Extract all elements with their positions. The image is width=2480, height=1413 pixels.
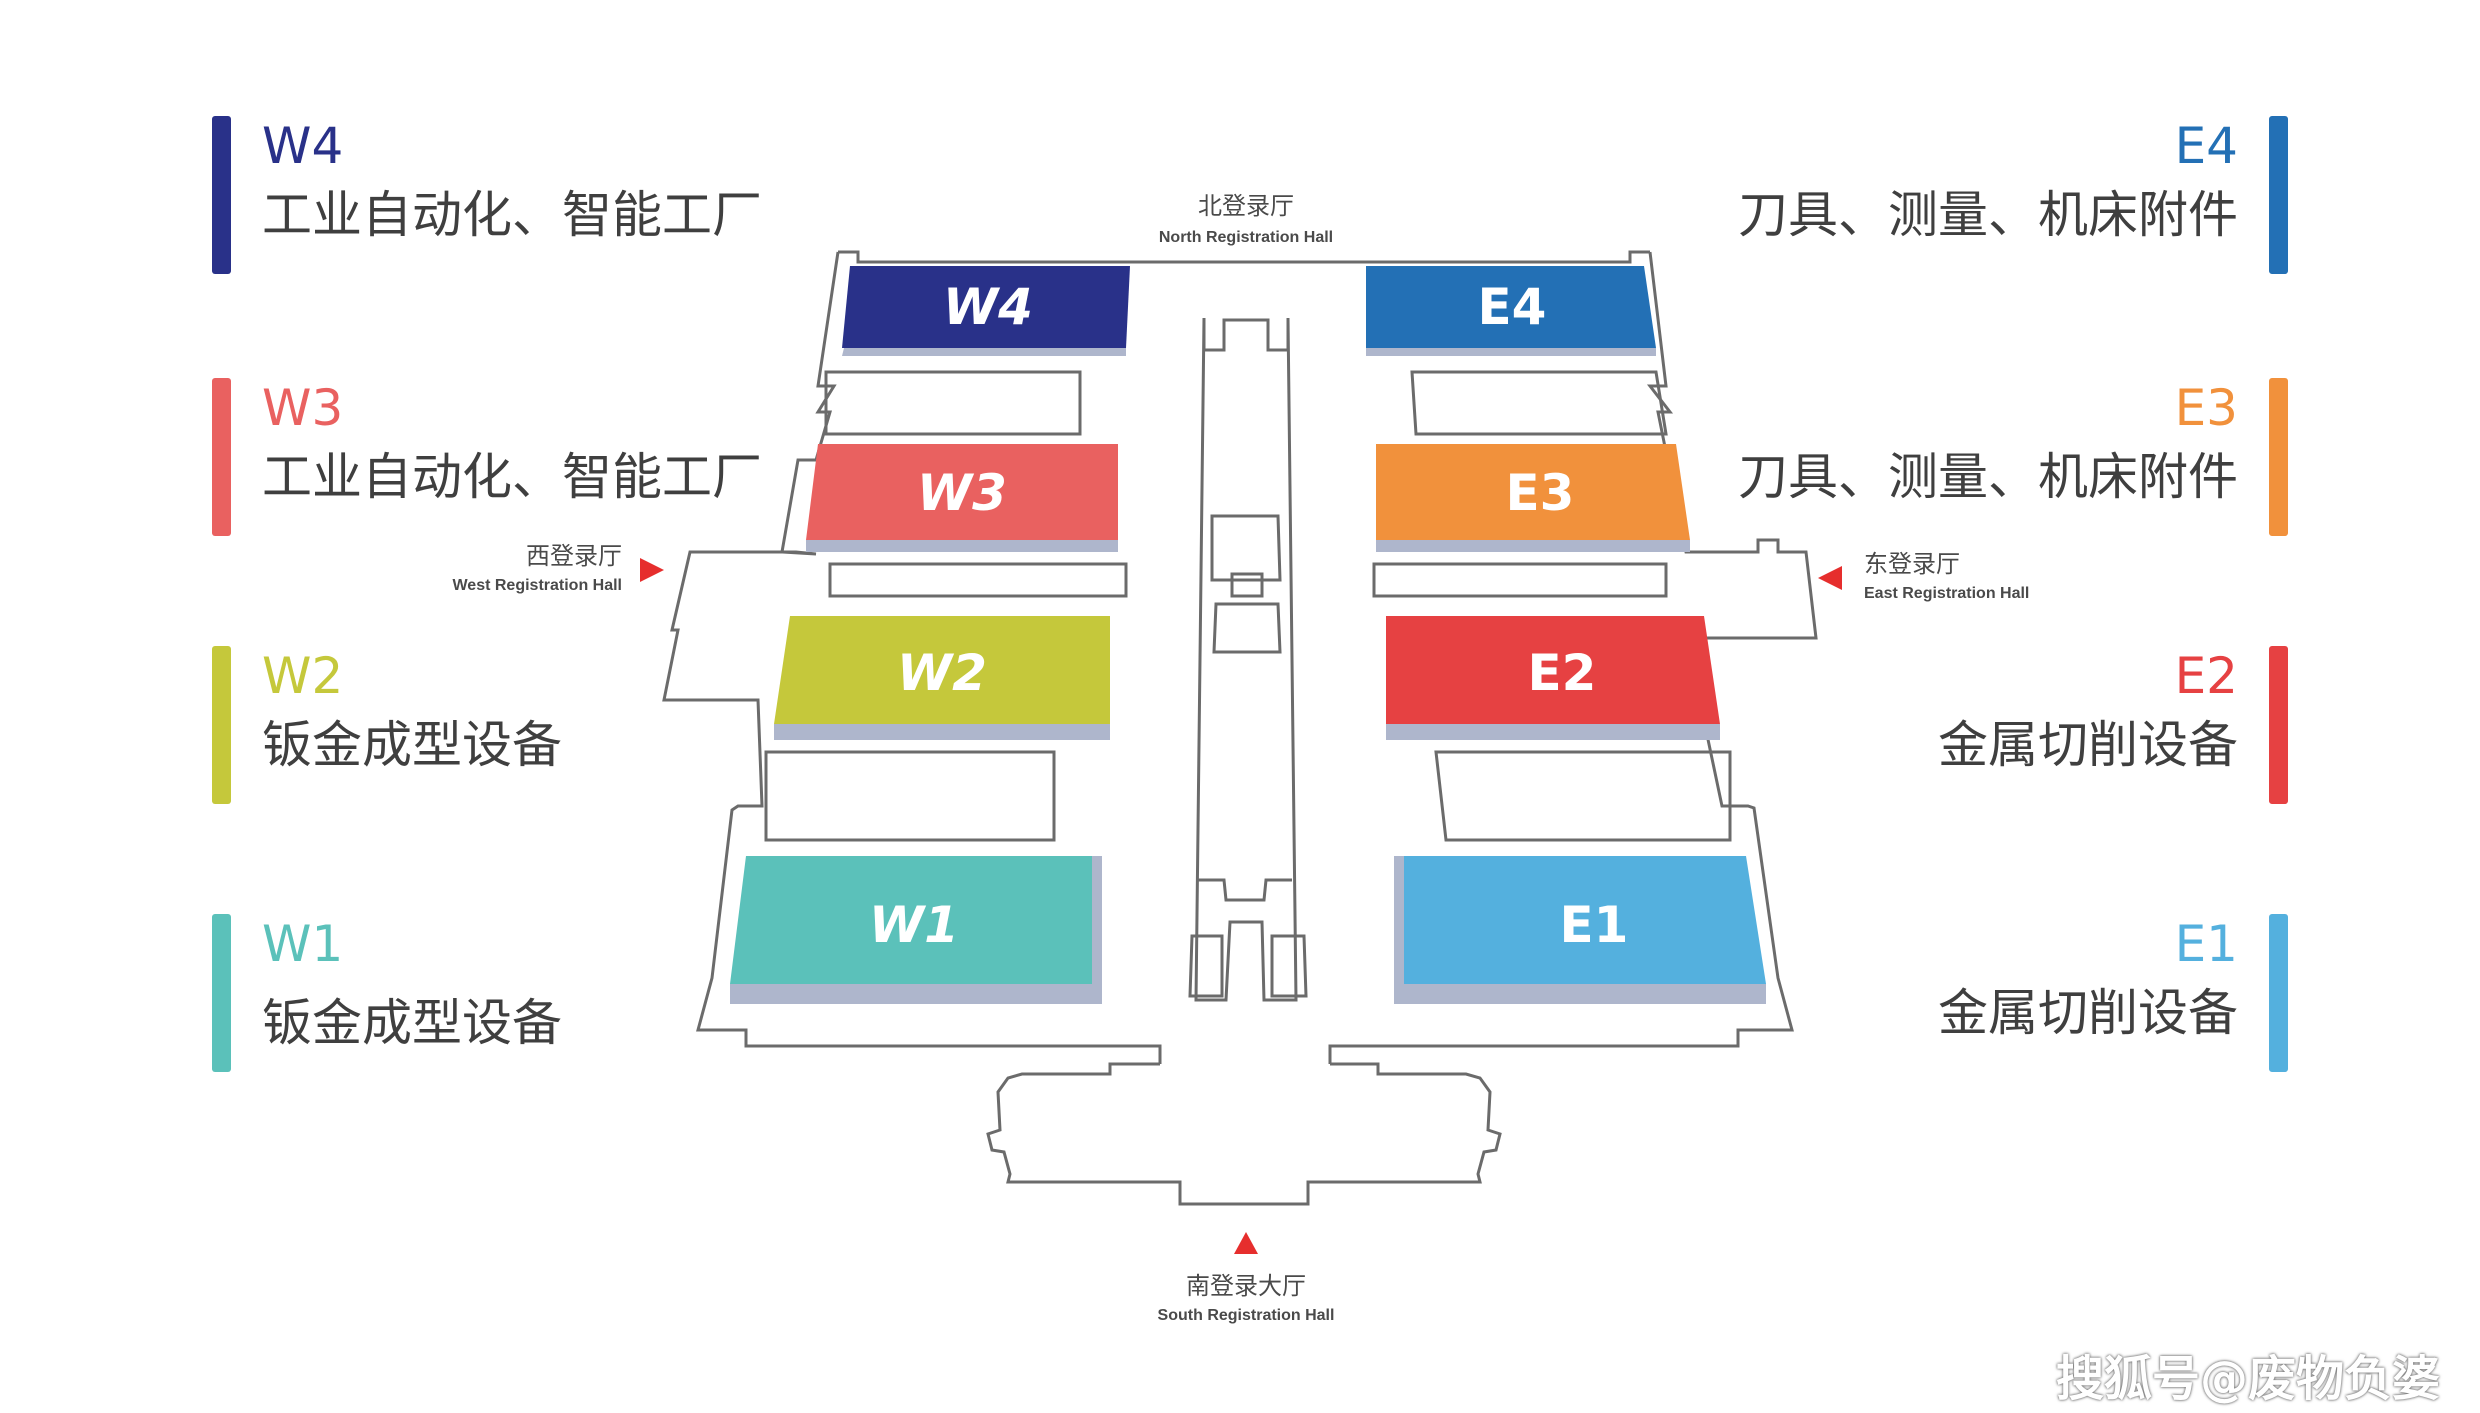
legend-w2-bar (212, 646, 231, 804)
legend-w4-bar (212, 116, 231, 274)
hall-w1-side (1092, 856, 1102, 1004)
hall-w4-edge (842, 348, 1126, 356)
hall-e1[interactable]: E1 (1394, 856, 1766, 1004)
hall-w1[interactable]: W1 (730, 856, 1102, 1004)
hall-e1-block (1404, 856, 1766, 984)
south-entrance-arrow-icon (1234, 1232, 1258, 1254)
hall-w3-label: W3 (917, 464, 1007, 522)
legend-e3-desc: 刀具、测量、机床附件 (1738, 448, 2238, 506)
legend-e4-bar (2269, 116, 2288, 274)
legend-w3-desc: 工业自动化、智能工厂 (262, 448, 762, 506)
west-registration-label: 西登录厅 West Registration Hall (452, 542, 664, 594)
legend-w4-code: W4 (262, 117, 344, 175)
hall-w3-edge (806, 540, 1118, 552)
east-entrance-arrow-icon (1818, 566, 1842, 590)
legend-e1-code: E1 (2174, 915, 2238, 973)
watermark-text: 搜狐号@废物负婆 (2055, 1351, 2440, 1407)
hall-w4-block (842, 266, 1130, 348)
hall-w3[interactable]: W3 (806, 444, 1118, 552)
legend-w1: W1 钣金成型设备 (212, 914, 772, 1074)
west-registration-cn: 西登录厅 (526, 542, 622, 570)
south-registration-en: South Registration Hall (1158, 1307, 1335, 1324)
hall-e2-label: E2 (1528, 644, 1597, 702)
legend-w2: W2 钣金成型设备 (212, 646, 772, 806)
south-registration-cn: 南登录大厅 (1186, 1272, 1306, 1300)
hall-e4-edge (1366, 348, 1656, 356)
legend-w3: W3 工业自动化、智能工厂 (212, 378, 772, 538)
hall-e4[interactable]: E4 (1366, 266, 1656, 356)
legend-w4: W4 工业自动化、智能工厂 (212, 116, 772, 276)
hall-w2-edge (774, 724, 1110, 740)
legend-w2-desc: 钣金成型设备 (262, 716, 562, 774)
hall-w4-label: W4 (943, 278, 1033, 336)
hall-e3-block (1376, 444, 1690, 540)
hall-w2[interactable]: W2 (774, 616, 1110, 740)
west-registration-en: West Registration Hall (452, 577, 622, 594)
legend-e1-bar (2269, 914, 2288, 1072)
hall-w3-block (806, 444, 1118, 540)
hall-e1-side (1394, 856, 1404, 1004)
east-registration-cn: 东登录厅 (1864, 550, 1960, 578)
hall-e2-block (1386, 616, 1720, 724)
east-registration-label: 东登录厅 East Registration Hall (1818, 550, 2029, 602)
legend-e1-desc: 金属切削设备 (1938, 984, 2238, 1042)
legend-e2-code: E2 (2174, 647, 2238, 705)
hall-e1-label: E1 (1560, 896, 1629, 954)
legend-e2-desc: 金属切削设备 (1938, 716, 2238, 774)
hall-e4-block (1366, 266, 1656, 348)
legend-e3-bar (2269, 378, 2288, 536)
building-outline (662, 250, 1818, 1206)
north-registration-label: 北登录厅 North Registration Hall (1159, 192, 1333, 246)
west-entrance-arrow-icon (640, 558, 664, 582)
hall-e4-label: E4 (1478, 278, 1547, 336)
hall-e1-edge (1394, 984, 1766, 1004)
legend-w3-code: W3 (262, 379, 344, 437)
legend-w1-bar (212, 914, 231, 1072)
hall-w1-label: W1 (869, 896, 959, 954)
legend-e4-desc: 刀具、测量、机床附件 (1738, 186, 2238, 244)
legend-w2-code: W2 (262, 647, 344, 705)
legend-e2: E2 金属切削设备 (1728, 646, 2288, 806)
legend-w1-desc: 钣金成型设备 (262, 994, 562, 1052)
legend-w1-code: W1 (262, 915, 344, 973)
legend-e2-bar (2269, 646, 2288, 804)
legend-e4: E4 刀具、测量、机床附件 (1728, 116, 2288, 276)
south-registration-label: 南登录大厅 South Registration Hall (1158, 1232, 1335, 1324)
hall-w1-edge (730, 984, 1100, 1004)
legend-e1: E1 金属切削设备 (1728, 914, 2288, 1074)
north-registration-cn: 北登录厅 (1198, 192, 1294, 220)
hall-w2-label: W2 (897, 644, 987, 702)
east-registration-en: East Registration Hall (1864, 585, 2029, 602)
north-registration-en: North Registration Hall (1159, 229, 1333, 246)
hall-e3-edge (1376, 540, 1690, 552)
legend-e3-code: E3 (2174, 379, 2238, 437)
legend-w3-bar (212, 378, 231, 536)
hall-w2-block (774, 616, 1110, 724)
legend-e3: E3 刀具、测量、机床附件 (1728, 378, 2288, 538)
hall-e3-label: E3 (1506, 464, 1575, 522)
legend-e4-code: E4 (2174, 117, 2238, 175)
legend-w4-desc: 工业自动化、智能工厂 (262, 186, 762, 244)
hall-w1-block (730, 856, 1092, 984)
hall-e2-edge (1386, 724, 1720, 740)
hall-w4[interactable]: W4 (842, 266, 1130, 356)
hall-e2[interactable]: E2 (1386, 616, 1720, 740)
hall-e3[interactable]: E3 (1376, 444, 1690, 552)
